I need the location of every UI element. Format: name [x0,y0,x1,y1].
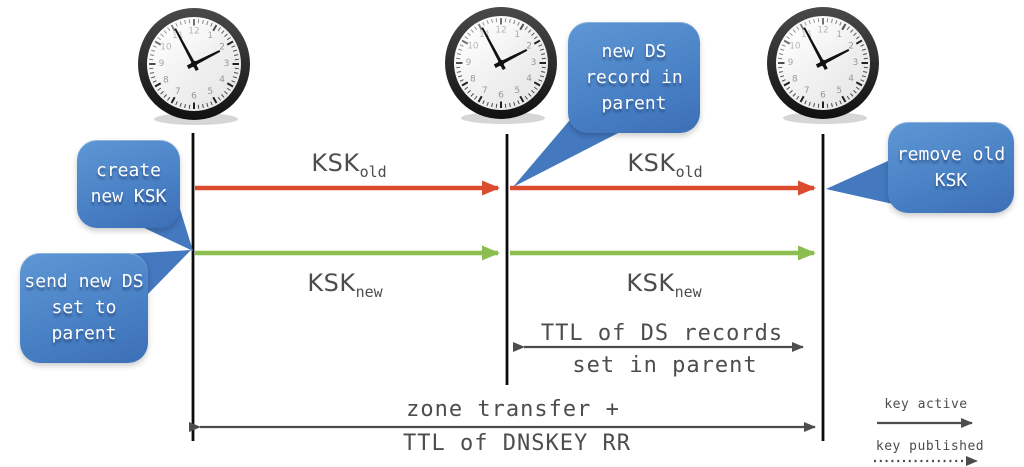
callout-text-line: KSK [934,169,968,191]
clock-icon: 123456789101112 [439,1,563,125]
callout-tail-remove [826,160,902,206]
callout-text-line: send new DS [24,271,144,292]
ksk-label-base: KSK [307,269,356,297]
ksk-label-base: KSK [626,269,675,297]
legend-key-published-label: key published [875,439,985,454]
ksk-label-base: KSK [311,149,360,177]
callout-text-line: parent [51,323,117,344]
callout-text-line: create [95,160,162,181]
ttl-ds-label-line2: set in parent [572,353,758,378]
callout-text-line: new KSK [90,186,167,207]
callout-create-new-ksk: create new KSK [77,140,180,228]
zone-transfer-label-line2: TTL of DNSKEY RR [403,431,631,456]
callout-remove-old-ksk: remove old KSK [888,122,1014,213]
ksk-label-sub: new [355,282,383,301]
callout-text-line: parent [601,92,667,114]
ksk-new-label-1: KSKnew [307,267,383,301]
legend-key-active-label: key active [884,397,968,412]
callout-send-new-ds: send new DS set to parent [20,253,148,363]
ksk-label-sub: old [675,162,703,181]
zone-transfer-label-line1: zone transfer + [406,397,620,422]
ksk-label-base: KSK [627,149,676,177]
ksk-old-label-1: KSKold [311,147,387,181]
callout-new-ds-record: new DS record in parent [568,22,700,133]
ksk-label-sub: old [359,162,387,181]
clock-icon: 123456789101112 [132,2,256,126]
ksk-label-sub: new [674,282,702,301]
callout-text-line: set to [51,297,117,318]
ttl-ds-label-line1: TTL of DS records [540,321,784,346]
callout-text-line: new DS [601,40,667,62]
clock-icon: 123456789101112 [761,1,885,125]
ksk-old-label-2: KSKold [627,147,703,181]
callout-text-line: record in [585,66,683,88]
callout-text-line: remove old [896,143,1006,165]
ksk-new-label-2: KSKnew [626,267,702,301]
